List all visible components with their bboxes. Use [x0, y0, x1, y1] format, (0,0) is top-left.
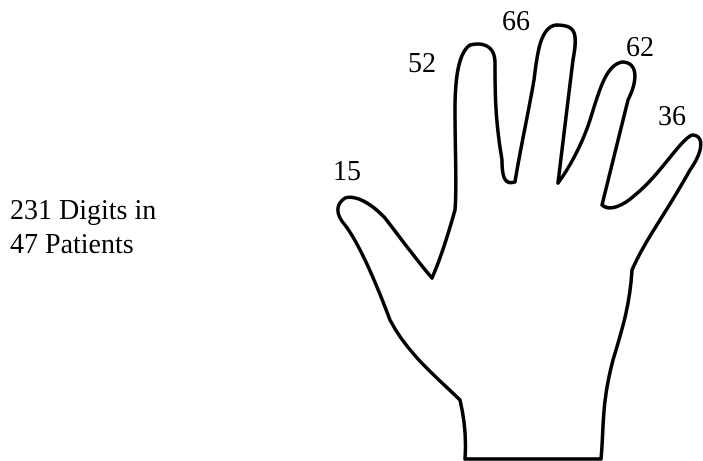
hand-outline-path: [338, 25, 701, 459]
middle-finger-count-label: 66: [502, 8, 530, 36]
thumb-count-label: 15: [333, 158, 361, 186]
little-finger-count-label: 36: [658, 103, 686, 131]
ring-finger-count-label: 62: [626, 34, 654, 62]
index-finger-count-label: 52: [408, 50, 436, 78]
